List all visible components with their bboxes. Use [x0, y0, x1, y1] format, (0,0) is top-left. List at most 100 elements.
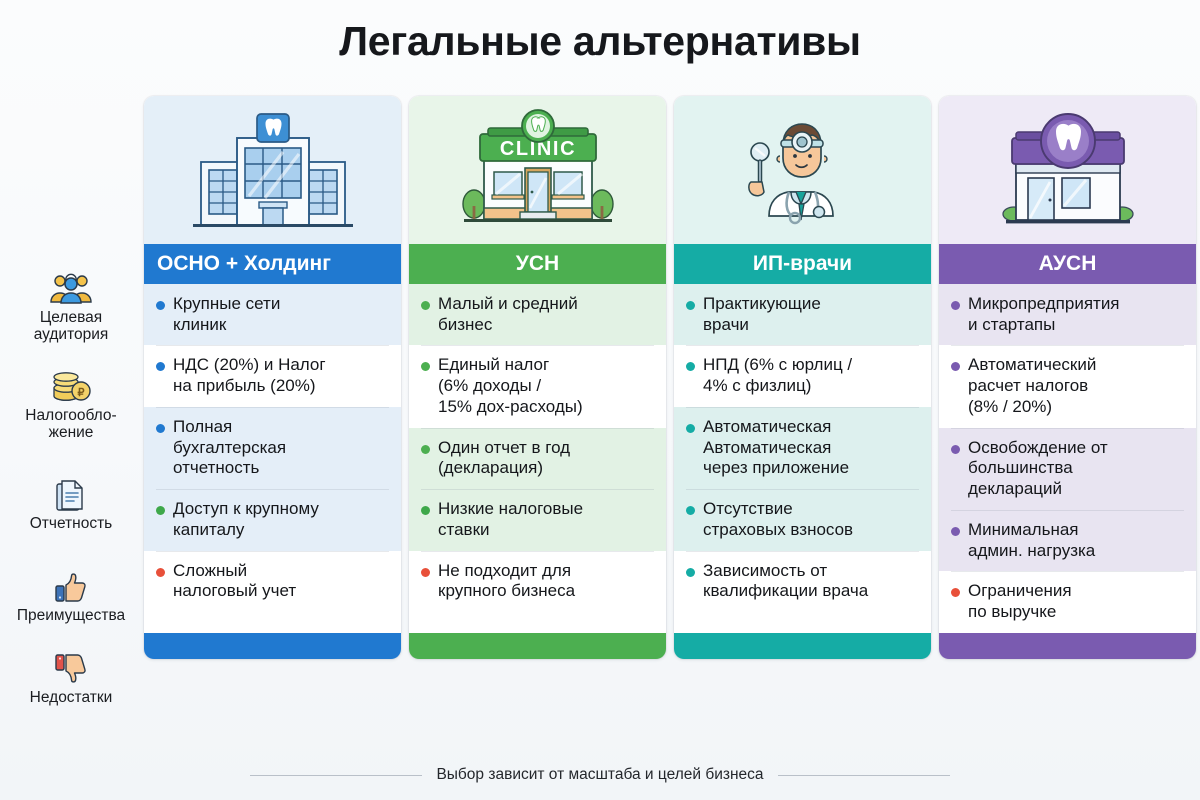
bullet-dot-icon: [421, 362, 430, 372]
feature-text: НДС (20%) и Налог на прибыль (20%): [173, 355, 326, 396]
feature-text: Низкие налоговые ставки: [438, 499, 584, 539]
purple-shop-with-tooth-sign-illustration: [939, 96, 1196, 244]
feature-text: Автоматический расчет налогов (8% / 20%): [968, 355, 1097, 416]
footer-rule-left: [250, 774, 423, 776]
footer-text: Выбор зависит от масштаба и целей бизнес…: [436, 766, 764, 783]
feature-text: Сложный налоговый учет: [173, 560, 297, 601]
feature-text: Один отчет в год (декларация): [438, 437, 571, 478]
sidebar-category-label: Отчетность: [29, 515, 113, 532]
card-footer-bar-usn: [409, 632, 666, 659]
sidebar-category-label: Недостатки: [29, 689, 113, 706]
feature-row: Низкие налоговые ставки: [409, 489, 666, 551]
sidebar-category-1: Целевая аудитория: [0, 272, 142, 344]
card-footer-bar-osno: [144, 632, 401, 659]
feature-text: Ограничения по выручке: [968, 581, 1072, 622]
feature-text: НПД (6% с юрлиц / 4% с физлиц): [703, 355, 853, 396]
sidebar-category-label: Налогообло- жение: [25, 407, 117, 442]
sidebar-category-4: Преимущества: [0, 570, 142, 624]
feature-text: Практикующие врачи: [703, 294, 821, 334]
footer-note: Выбор зависит от масштаба и целей бизнес…: [0, 766, 1200, 784]
bullet-dot-icon: [951, 444, 960, 454]
footer-rule-right: [777, 774, 950, 776]
sidebar-category-label: Преимущества: [16, 607, 126, 624]
feature-text: Минимальная админ. нагрузка: [968, 519, 1096, 560]
bullet-dot-icon: [686, 567, 695, 577]
card-header-usn: УСН: [409, 244, 666, 284]
feature-text: Не подходит для крупного бизнеса: [438, 560, 576, 601]
bullet-dot-icon: [951, 588, 960, 598]
bullet-dot-icon: [156, 567, 165, 577]
dentist-doctor-with-mirror-illustration: [674, 96, 931, 244]
feature-row: НДС (20%) и Налог на прибыль (20%): [144, 345, 401, 407]
feature-text: Полная бухгалтерская отчетность: [173, 416, 287, 478]
feature-text: Автоматическая Автоматическая через прил…: [703, 416, 850, 478]
bullet-dot-icon: [156, 423, 165, 433]
bullet-dot-icon: [686, 423, 695, 433]
thumbs-up-icon: [48, 570, 94, 604]
bullet-dot-icon: [686, 362, 695, 372]
feature-text: Доступ к крупному капиталу: [173, 499, 319, 539]
card-header-ip: ИП-врачи: [674, 244, 931, 284]
bullet-dot-icon: [421, 567, 430, 577]
svg-text:CLINIC: CLINIC: [499, 138, 575, 160]
feature-text: Единый налог (6% доходы / 15% дох-расход…: [438, 355, 583, 416]
feature-row: Доступ к крупному капиталу: [144, 489, 401, 551]
feature-row: Не подходит для крупного бизнеса: [409, 550, 666, 613]
bullet-dot-icon: [156, 301, 165, 310]
feature-row: Автоматический расчет налогов (8% / 20%): [939, 345, 1196, 428]
feature-row: НПД (6% с юрлиц / 4% с физлиц): [674, 345, 931, 407]
card-footer-bar-ausn: [939, 632, 1196, 659]
feature-row: Ограничения по выручке: [939, 571, 1196, 633]
feature-text: Отсутствие страховых взносов: [703, 499, 854, 539]
bullet-dot-icon: [421, 444, 430, 454]
feature-text: Микропредприятия и стартапы: [968, 294, 1120, 334]
thumbs-down-icon: [48, 652, 94, 686]
feature-row: Освобождение от большинства деклараций: [939, 427, 1196, 510]
feature-row: Автоматическая Автоматическая через прил…: [674, 406, 931, 490]
feature-row: Практикующие врачи: [674, 284, 931, 346]
sidebar-category-5: Недостатки: [0, 652, 142, 706]
bullet-dot-icon: [951, 301, 960, 310]
feature-row: Малый и средний бизнес: [409, 284, 666, 346]
bullet-dot-icon: [421, 506, 430, 516]
feature-row: Единый налог (6% доходы / 15% дох-расход…: [409, 345, 666, 428]
coins-ruble-icon: ₽: [48, 370, 94, 404]
svg-text:₽: ₽: [78, 387, 85, 399]
feature-text: Малый и средний бизнес: [438, 294, 578, 334]
card-header-ausn: АУСН: [939, 244, 1196, 284]
sidebar-category-label: Целевая аудитория: [33, 309, 109, 344]
feature-row: Минимальная админ. нагрузка: [939, 509, 1196, 572]
bullet-dot-icon: [156, 506, 165, 516]
people-group-icon: [48, 272, 94, 306]
feature-row: Отсутствие страховых взносов: [674, 489, 931, 551]
documents-icon: [48, 478, 94, 512]
sidebar-category-2: ₽ Налогообло- жение: [0, 370, 142, 442]
clinic-storefront-green-illustration: CLINIC: [409, 96, 666, 244]
feature-text: Крупные сети клиник: [173, 294, 281, 334]
page-title: Легальные альтернативы: [339, 18, 861, 64]
bullet-dot-icon: [951, 526, 960, 536]
bullet-dot-icon: [156, 362, 165, 372]
bullet-dot-icon: [686, 506, 695, 516]
feature-row: Микропредприятия и стартапы: [939, 284, 1196, 346]
feature-row: Зависимость от квалификации врача: [674, 550, 931, 613]
feature-row: Сложный налоговый учет: [144, 550, 401, 613]
card-footer-bar-ip: [674, 632, 931, 659]
feature-row: Крупные сети клиник: [144, 284, 401, 346]
feature-text: Освобождение от большинства деклараций: [968, 437, 1108, 499]
feature-text: Зависимость от квалификации врача: [703, 560, 869, 601]
bullet-dot-icon: [951, 362, 960, 372]
feature-row: Один отчет в год (декларация): [409, 427, 666, 490]
card-header-osno: ОСНО + Холдинг: [144, 244, 401, 284]
hospital-building-with-tooth-sign-illustration: [144, 96, 401, 244]
feature-row: Полная бухгалтерская отчетность: [144, 406, 401, 490]
